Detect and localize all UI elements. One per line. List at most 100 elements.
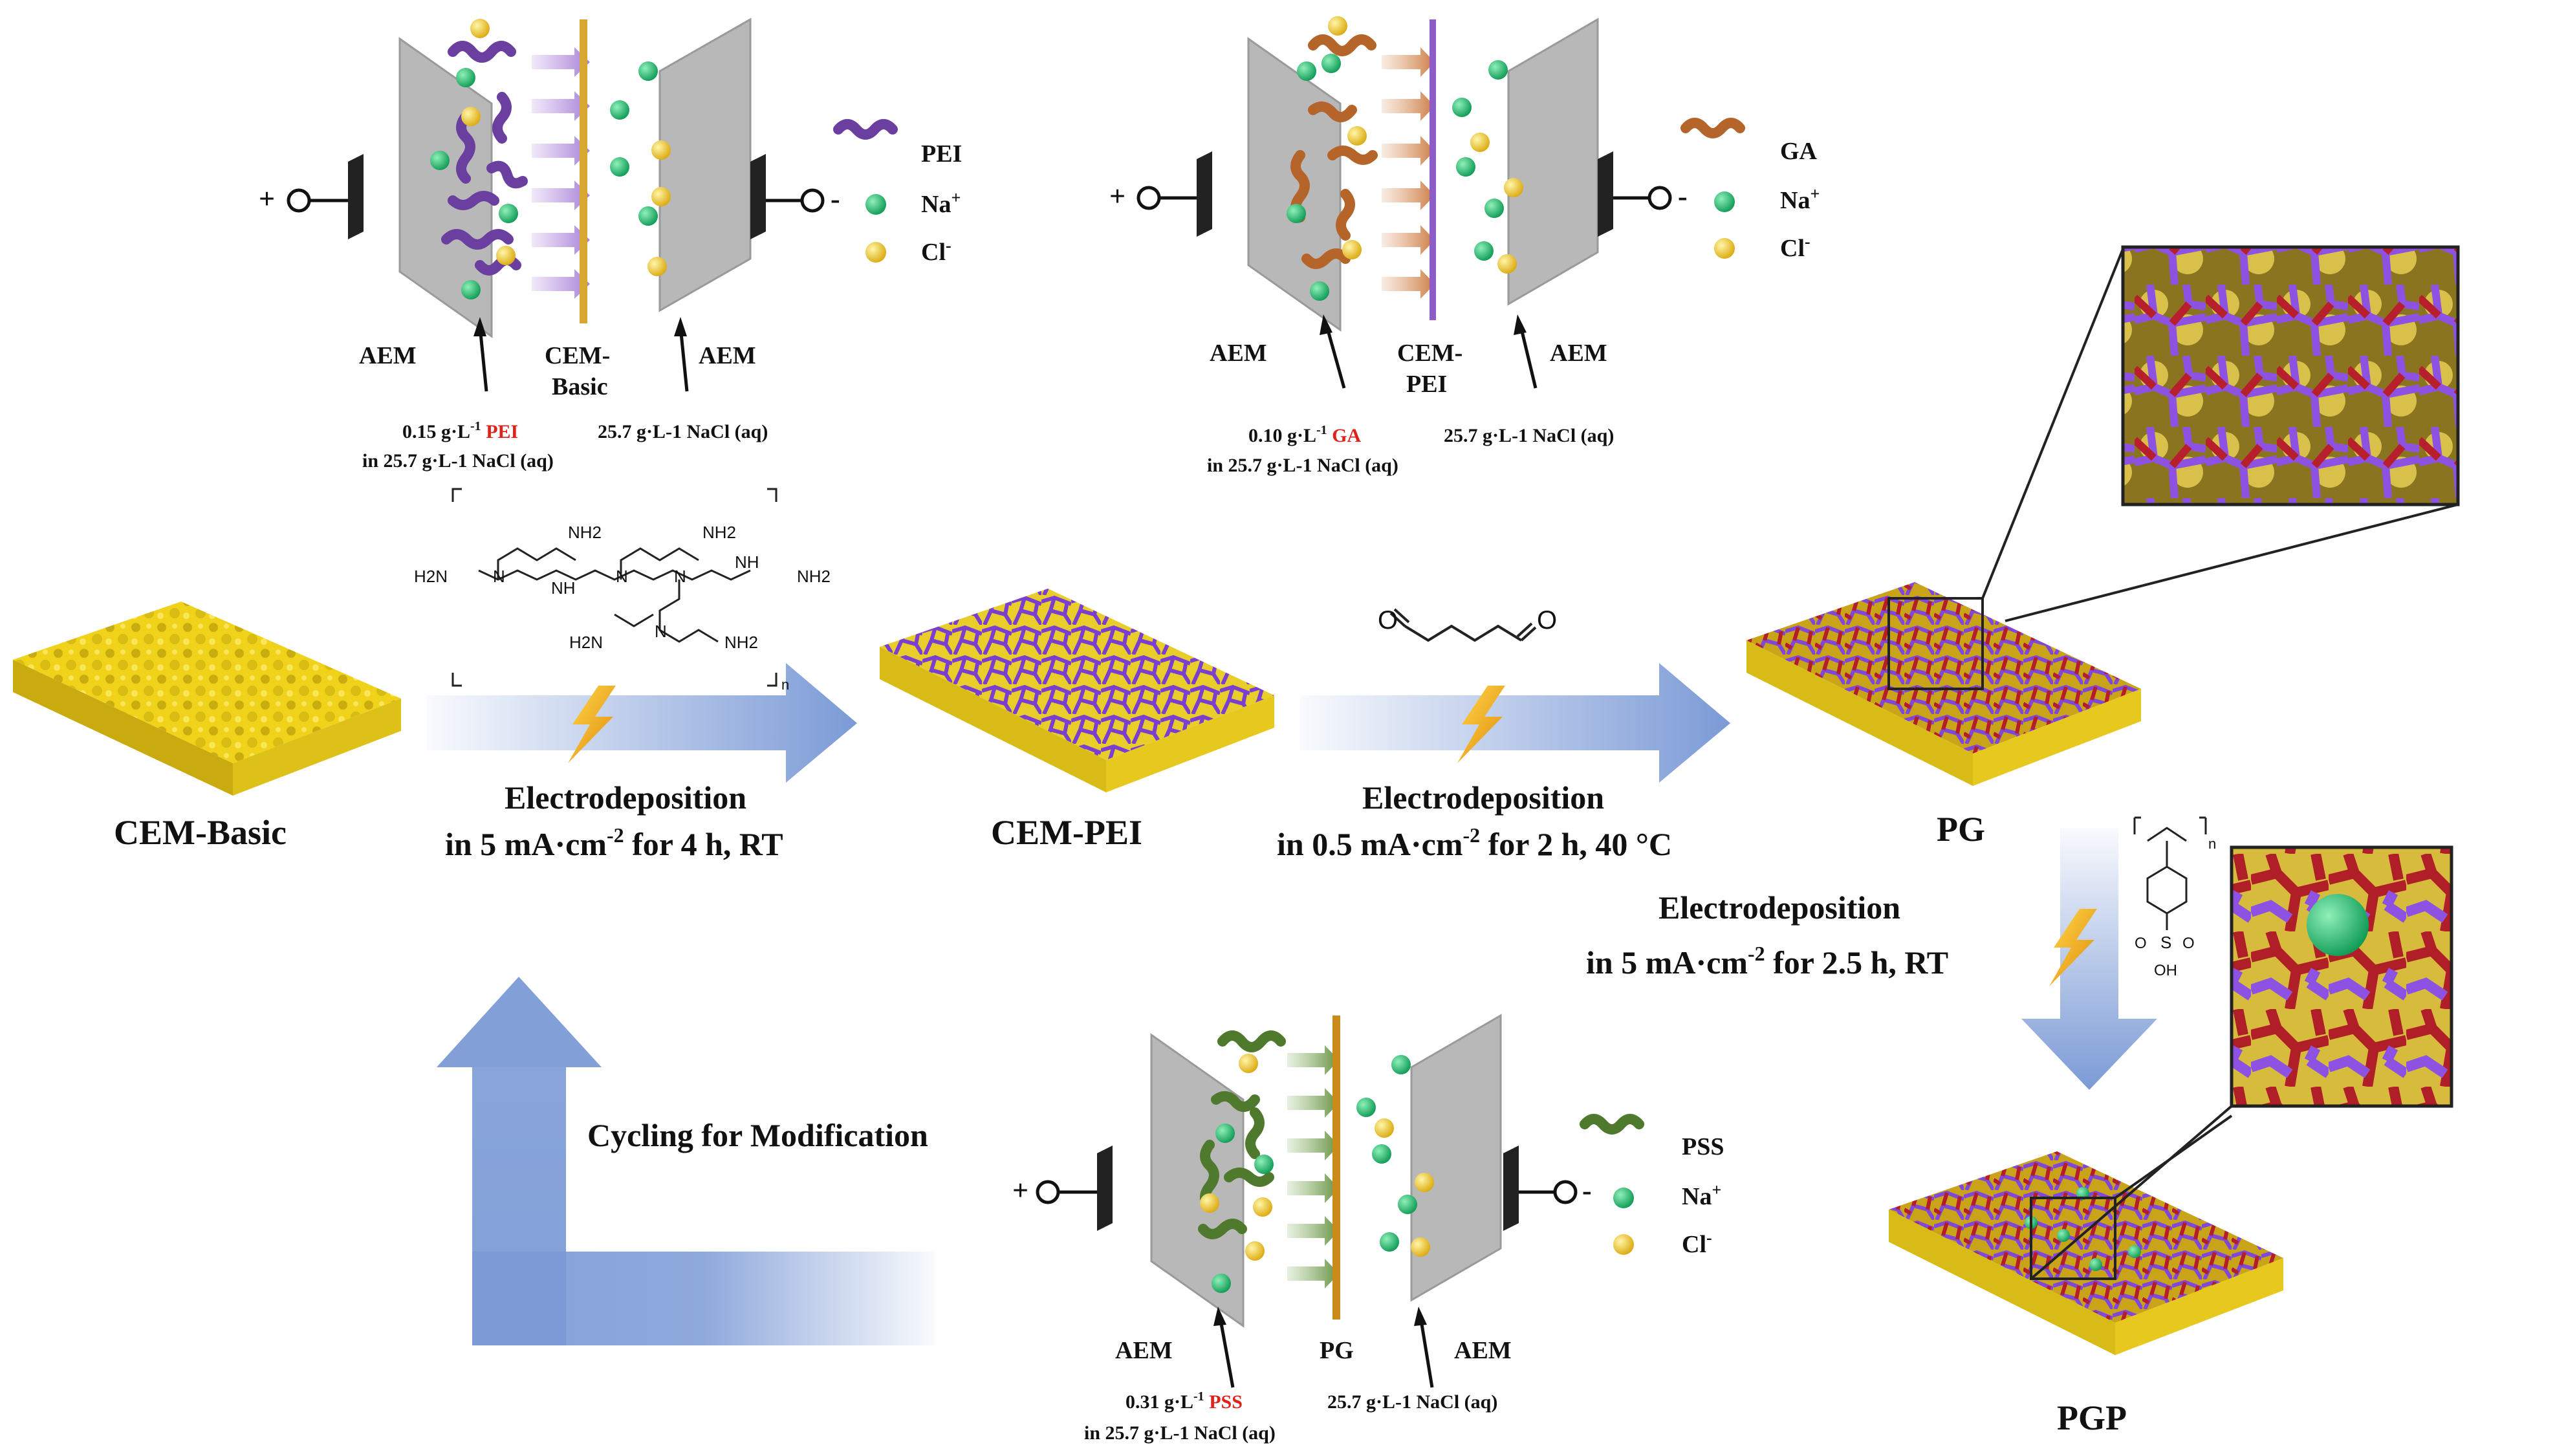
- pss-o-left: O: [2135, 935, 2147, 952]
- cathode-electrode-ga: -: [1598, 151, 1688, 237]
- pss-cell-pg-label: PG: [1320, 1337, 1354, 1364]
- pg-label: PG: [1937, 810, 1985, 849]
- svg-text:Electrodeposition: Electrodeposition: [1362, 779, 1604, 816]
- pss-subscript-n: n: [2208, 836, 2216, 852]
- pei-n-3: N: [674, 567, 686, 586]
- legend-na-label: Na+: [921, 188, 961, 218]
- pei-salt-label: 25.7 g·L-1 NaCl (aq): [598, 421, 768, 442]
- cycling-arrow: [437, 977, 935, 1345]
- pss-cell-aem-right: AEM: [1454, 1337, 1512, 1364]
- pss-salt-label: 25.7 g·L-1 NaCl (aq): [1327, 1391, 1497, 1413]
- cell-pss: +: [1012, 1014, 1724, 1444]
- pei-h2n-bottom: H2N: [569, 633, 603, 652]
- pss-feed-line-1: 0.31 g·L-1 PSS: [1125, 1389, 1243, 1413]
- anode-plus-sign: +: [259, 183, 275, 215]
- cem-pei-membrane: [1430, 19, 1436, 320]
- svg-text:Electrodeposition: Electrodeposition: [505, 779, 746, 816]
- pei-nh2-bottom: NH2: [724, 633, 758, 652]
- pss-cl-ions: [1200, 1054, 1434, 1261]
- cathode-electrode-pss: -: [1503, 1146, 1592, 1231]
- legend-pss-label: PSS: [1682, 1133, 1724, 1160]
- ga-na-ions: [1287, 54, 1508, 301]
- lightning-icon: [568, 686, 616, 763]
- pg-slab: [1746, 582, 2141, 786]
- ga-cell-cem-label-1: CEM-: [1397, 340, 1462, 367]
- pei-n-1: N: [493, 567, 505, 586]
- svg-text:in 5 mA·cm-2 for 4 h, RT: in 5 mA·cm-2 for 4 h, RT: [445, 823, 783, 862]
- cell-ga: +: [1109, 16, 1820, 476]
- pei-cell-cem-label-1: CEM-: [545, 342, 610, 369]
- pei-nh-1: NH: [551, 578, 576, 598]
- pgp-zoom-box: [2030, 1197, 2116, 1280]
- ga-cell-cem-label-2: PEI: [1406, 371, 1447, 398]
- legend-na-label-ga: Na+: [1780, 184, 1820, 214]
- pss-feed-line-2: in 25.7 g·L-1 NaCl (aq): [1084, 1422, 1276, 1444]
- anode-plus-sign-ga: +: [1109, 180, 1125, 212]
- pei-structure: [451, 488, 777, 687]
- pss-structure: [2133, 816, 2207, 930]
- right-aem-membrane-pss: [1410, 1014, 1502, 1302]
- pei-nh2-right: NH2: [797, 567, 831, 586]
- pg-zoom-inset: [1981, 245, 2460, 622]
- ga-cl-ions: [1328, 16, 1523, 274]
- legend-ga-label: GA: [1780, 138, 1818, 165]
- step-3-label: Electrodeposition in 5 mA·cm-2 for 2.5 h…: [1586, 889, 1948, 981]
- pei-cell-aem-right: AEM: [699, 342, 756, 369]
- pei-feed-line-1: 0.15 g·L-1 PEI: [402, 419, 518, 442]
- ga-oxygen-right: O: [1537, 606, 1557, 635]
- pss-o-right: O: [2182, 935, 2195, 952]
- ga-cell-aem-left: AEM: [1210, 340, 1267, 367]
- svg-text:in 5 mA·cm-2 for 2.5 h, RT: in 5 mA·cm-2 for 2.5 h, RT: [1586, 942, 1948, 981]
- left-aem-membrane-pss: [1150, 1033, 1245, 1328]
- ga-flux-arrows: [1382, 47, 1435, 299]
- step-2-label: Electrodeposition in 0.5 mA·cm-2 for 2 h…: [1277, 779, 1672, 862]
- pei-cell-aem-left: AEM: [359, 342, 417, 369]
- pss-oh: OH: [2154, 962, 2177, 979]
- cem-basic-label: CEM-Basic: [114, 813, 287, 852]
- pei-n-4: N: [655, 622, 667, 641]
- pei-nh2-top2: NH2: [702, 523, 736, 542]
- anode-electrode: +: [259, 154, 364, 239]
- cathode-electrode: -: [750, 154, 840, 239]
- cathode-minus-sign-ga: -: [1678, 180, 1688, 212]
- anode-electrode-ga: +: [1109, 151, 1212, 237]
- pei-subscript-n: n: [781, 677, 789, 693]
- cycling-label: Cycling for Modification: [587, 1117, 928, 1153]
- ga-feed-line-1: 0.10 g·L-1 GA: [1248, 423, 1362, 446]
- pei-legend: PEI Na+ Cl-: [833, 119, 962, 266]
- cem-basic-slab: [13, 602, 401, 796]
- pei-n-2: N: [616, 567, 628, 586]
- cathode-minus-sign-pss: -: [1582, 1175, 1592, 1206]
- pei-nh-2: NH: [735, 552, 759, 572]
- pei-feed-line-2: in 25.7 g·L-1 NaCl (aq): [362, 450, 554, 472]
- pss-flux-arrows: [1287, 1045, 1339, 1288]
- pg-membrane: [1332, 1016, 1340, 1320]
- pg-zoom-box: [1887, 597, 1984, 690]
- pss-na-ions: [1212, 1055, 1417, 1293]
- ga-salt-label: 25.7 g·L-1 NaCl (aq): [1444, 425, 1614, 446]
- pei-nh2-top1: NH2: [568, 523, 602, 542]
- legend-cl-label: Cl-: [921, 236, 951, 266]
- pei-na-ions: [430, 61, 658, 299]
- right-aem-membrane: [658, 17, 752, 312]
- legend-cl-label-pss: Cl-: [1682, 1228, 1712, 1258]
- pgp-slab: [1889, 1151, 2283, 1355]
- cem-pei-slab: [880, 589, 1274, 792]
- process-arrow-2: [1300, 663, 1730, 783]
- process-arrow-3: [2021, 828, 2157, 1090]
- svg-text:Electrodeposition: Electrodeposition: [1658, 889, 1900, 926]
- ga-oxygen-left: O: [1378, 606, 1398, 635]
- pei-cell-cem-label-2: Basic: [552, 373, 608, 400]
- pgp-zoom-inset: [2030, 845, 2453, 1280]
- pss-legend: PSS Na+ Cl-: [1580, 1114, 1724, 1258]
- step-1-label: Electrodeposition in 5 mA·cm-2 for 4 h, …: [445, 779, 783, 862]
- pss-cell-aem-left: AEM: [1115, 1337, 1173, 1364]
- right-aem-membrane-ga: [1507, 17, 1599, 306]
- svg-text:in 0.5 mA·cm-2 for 2 h, 40 °C: in 0.5 mA·cm-2 for 2 h, 40 °C: [1277, 823, 1672, 862]
- anode-plus-sign-pss: +: [1012, 1175, 1028, 1206]
- pgp-label: PGP: [2057, 1398, 2127, 1437]
- pei-h2n-left: H2N: [414, 567, 448, 586]
- cem-pei-label: CEM-PEI: [991, 813, 1142, 852]
- pei-flux-arrows: [532, 47, 590, 299]
